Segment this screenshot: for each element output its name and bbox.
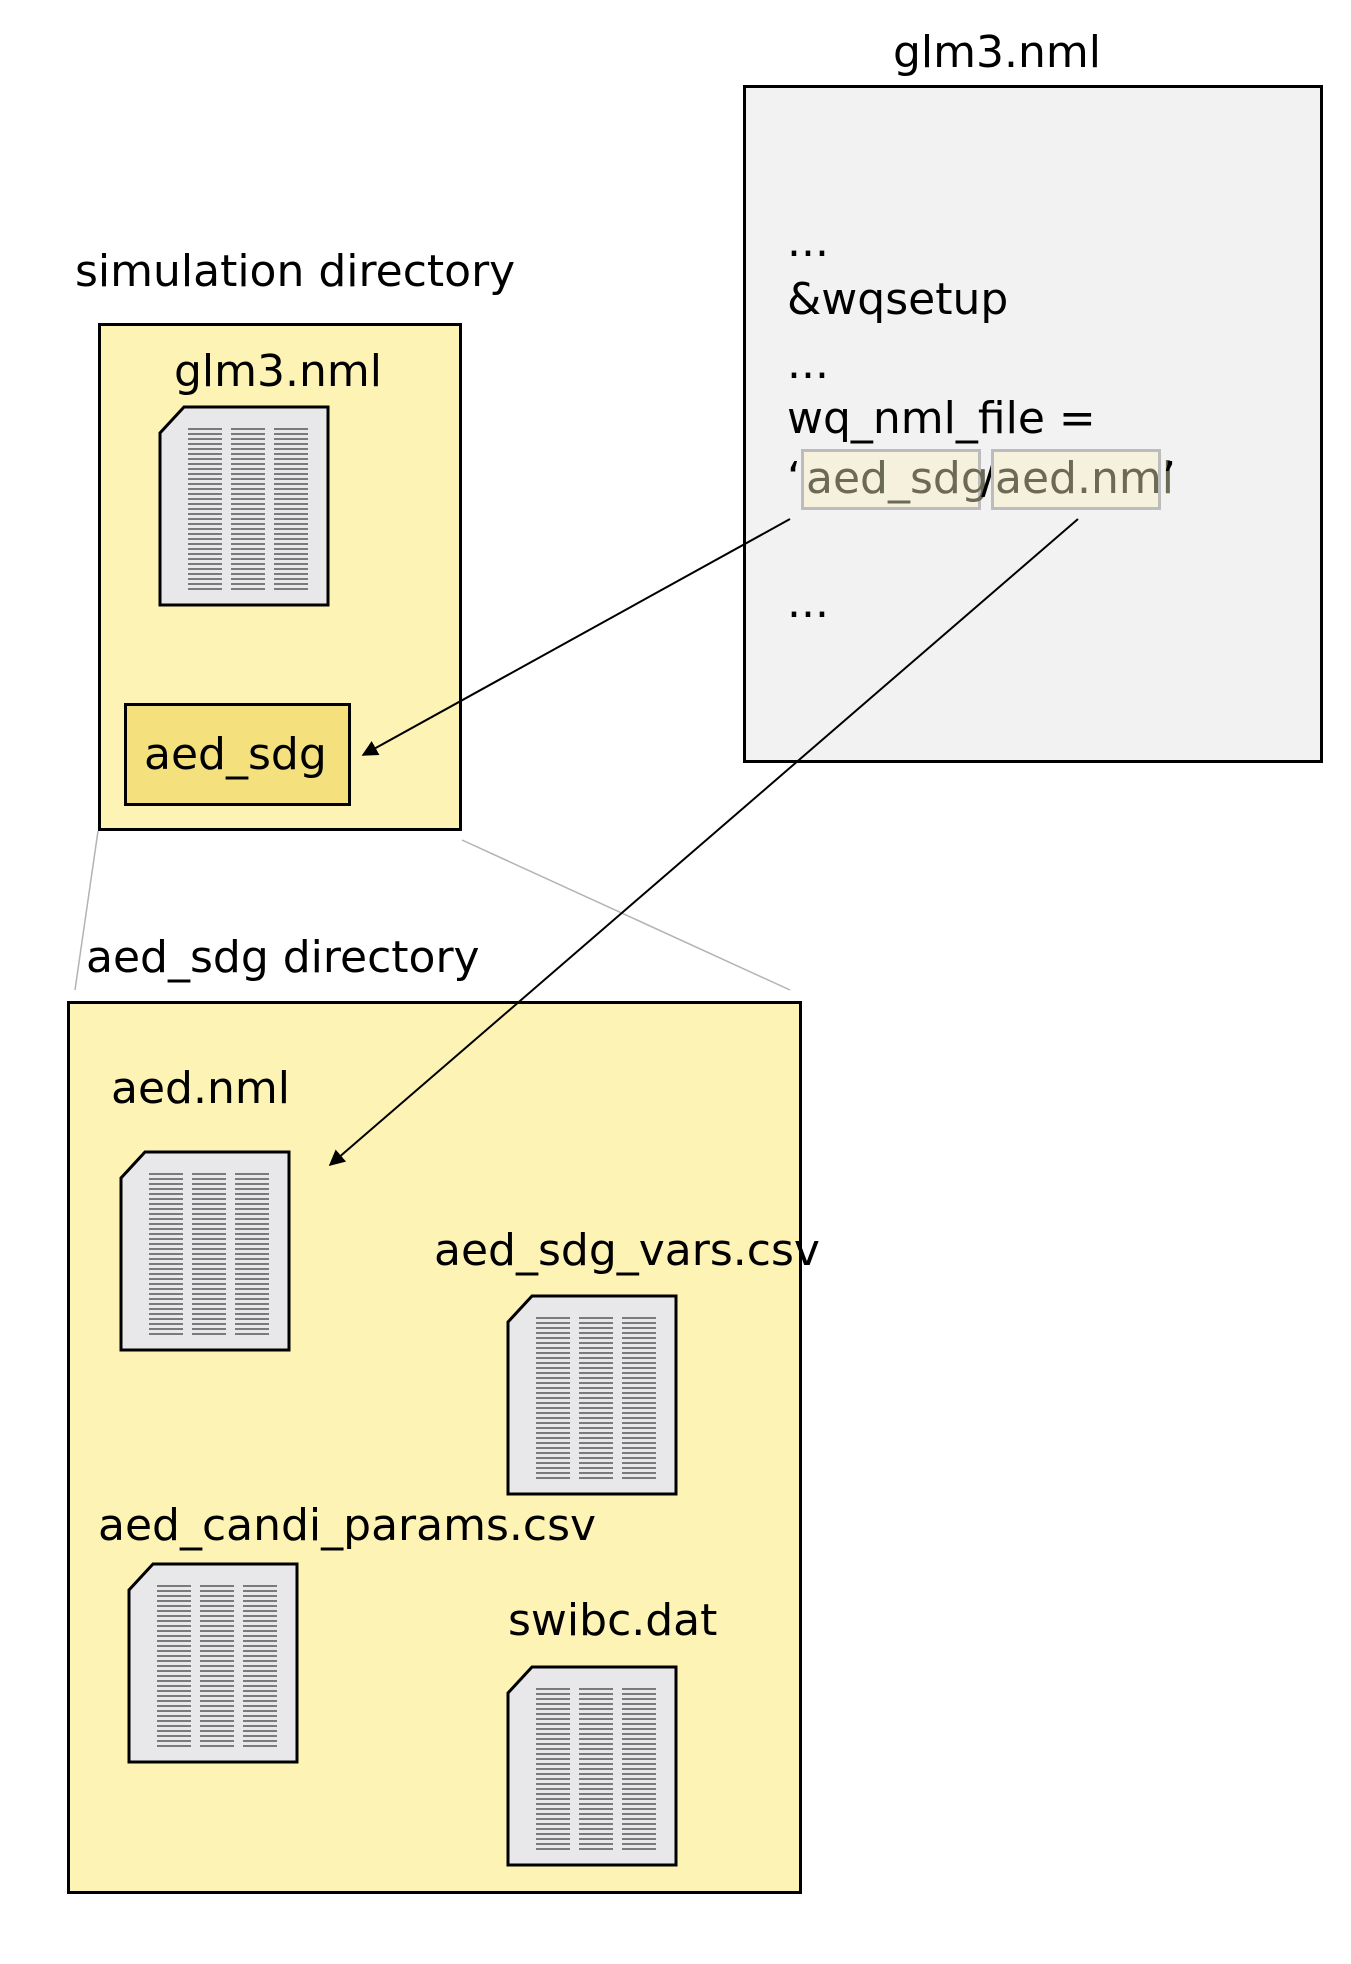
- simulation-directory-title: simulation directory: [75, 246, 516, 297]
- code-line-ellipsis-2: ...: [787, 338, 829, 389]
- code-line-wq-nml-file: wq_nml_file =: [787, 393, 1096, 444]
- quote-close: ’: [1162, 453, 1176, 504]
- path-file-text[interactable]: aed.nml: [995, 453, 1174, 504]
- zoom-line-right: [461, 839, 791, 991]
- aed-sdg-directory-title: aed_sdg directory: [86, 932, 480, 983]
- document-icon[interactable]: [127, 1562, 301, 1767]
- document-body: [506, 1294, 678, 1496]
- sim-glm3-file-label: glm3.nml: [174, 346, 382, 397]
- code-line-ellipsis-3: ...: [787, 577, 829, 628]
- document-icon[interactable]: [119, 1150, 293, 1355]
- code-line-wqsetup: &wqsetup: [787, 274, 1009, 325]
- file-label-aed-sdg-vars: aed_sdg_vars.csv: [434, 1225, 820, 1276]
- aed-sdg-folder[interactable]: aed_sdg: [124, 703, 351, 806]
- document-body: [158, 405, 330, 607]
- folder-label: aed_sdg: [144, 729, 327, 780]
- path-dir-text[interactable]: aed_sdg: [806, 453, 989, 504]
- file-label-aed-nml: aed.nml: [111, 1063, 290, 1114]
- path-dir-highlight: [801, 449, 981, 510]
- document-icon[interactable]: [506, 1665, 680, 1870]
- file-label-aed-candi-params: aed_candi_params.csv: [98, 1500, 597, 1551]
- document-icon[interactable]: [158, 405, 332, 610]
- quote-open: ‘: [787, 453, 801, 504]
- path-file-highlight: [991, 449, 1161, 510]
- code-line-ellipsis-1: ...: [787, 216, 829, 267]
- glm3-panel-title: glm3.nml: [893, 27, 1101, 78]
- document-icon[interactable]: [506, 1294, 680, 1499]
- file-label-swibc: swibc.dat: [508, 1595, 718, 1646]
- document-body: [119, 1150, 291, 1352]
- document-body: [506, 1665, 678, 1867]
- document-body: [127, 1562, 299, 1764]
